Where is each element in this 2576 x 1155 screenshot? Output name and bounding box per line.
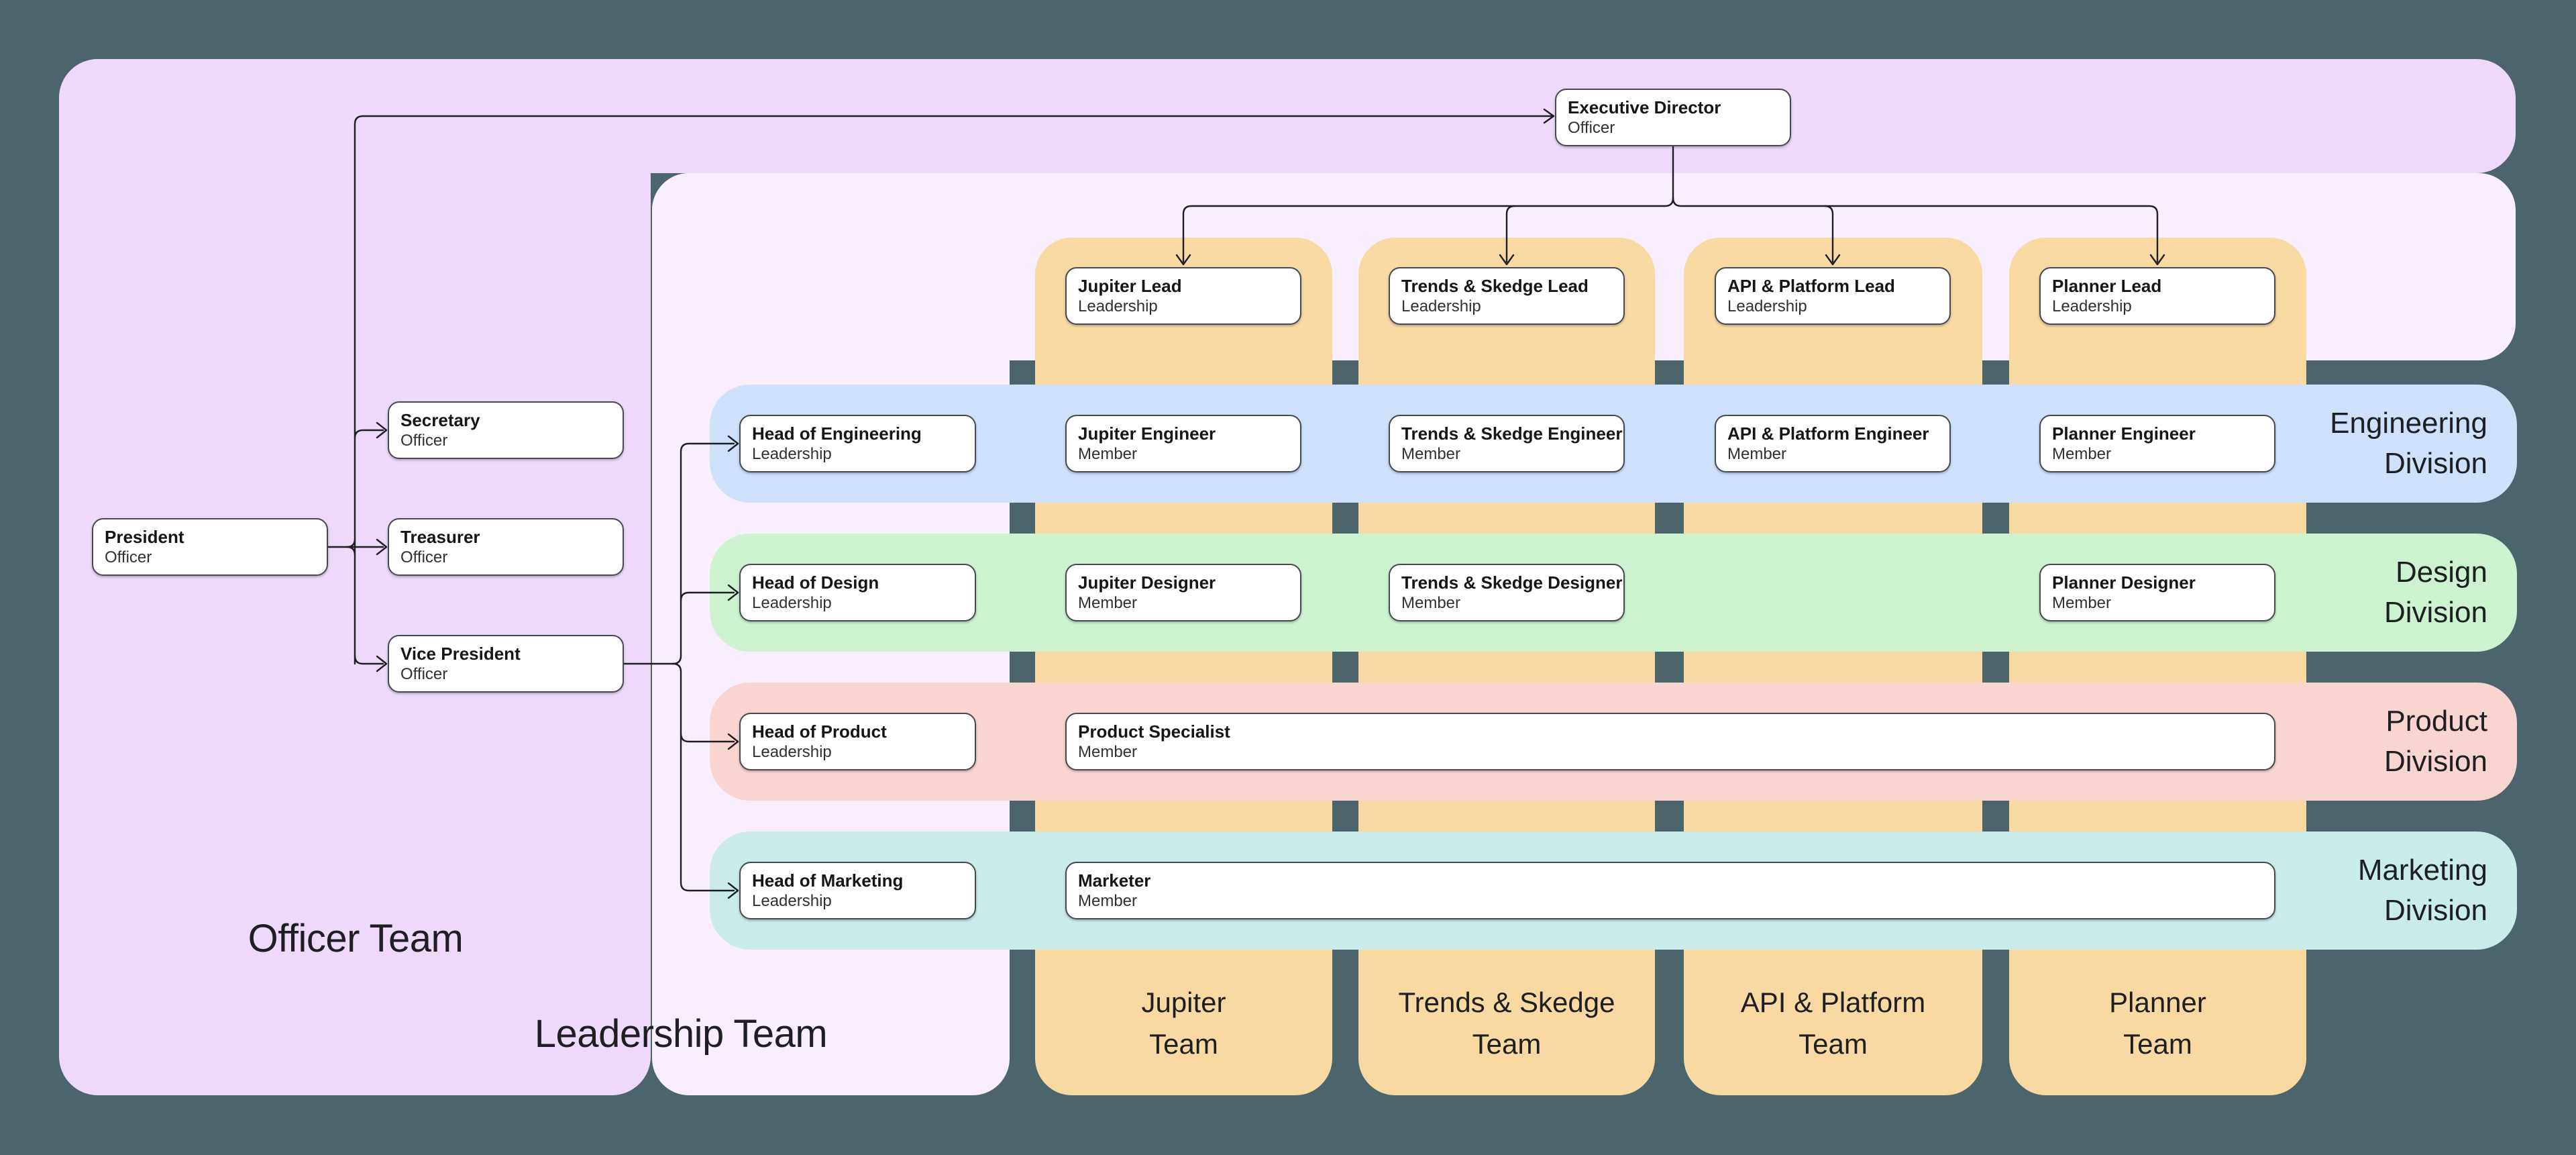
node-executive-director[interactable]: Executive Director Officer: [1555, 89, 1791, 146]
edge-vp-head-marketing: [672, 662, 739, 899]
node-head-of-design[interactable]: Head of Design Leadership: [739, 564, 976, 621]
node-trends-skedge-lead[interactable]: Trends & Skedge Lead Leadership: [1389, 267, 1625, 325]
team-label-trends-skedge: Trends & Skedge Team: [1398, 987, 1615, 1060]
node-jupiter-designer[interactable]: Jupiter Designer Member: [1065, 564, 1301, 621]
team-column-jupiter[interactable]: [1035, 238, 1332, 1095]
edge-president-trunk: [354, 108, 1555, 665]
node-jupiter-lead[interactable]: Jupiter Lead Leadership: [1065, 267, 1301, 325]
edge-vp-head-engineering: [672, 435, 739, 665]
edge-ed-planner-lead: [1672, 197, 2165, 266]
node-product-specialist[interactable]: Product Specialist Member: [1065, 713, 2275, 770]
division-label-product: Product Division: [2383, 705, 2487, 778]
edge-vp-head-design: [680, 584, 739, 602]
team-column-planner[interactable]: [2009, 238, 2306, 1095]
edge-ed-api-lead: [1823, 205, 1841, 266]
node-secretary[interactable]: Secretary Officer: [388, 401, 624, 459]
edge-president-secretary: [354, 421, 388, 440]
division-label-engineering: Engineering Division: [2330, 407, 2487, 480]
edge-ed-trends-lead: [1499, 205, 1516, 266]
node-treasurer[interactable]: Treasurer Officer: [388, 518, 624, 576]
edge-president-vicepresident: [354, 654, 388, 672]
division-label-design: Design Division: [2383, 556, 2487, 629]
officer-team-label: Officer Team: [248, 917, 464, 960]
node-vice-president[interactable]: Vice President Officer: [388, 635, 624, 693]
node-trends-skedge-engineer[interactable]: Trends & Skedge Engineer Member: [1389, 415, 1625, 472]
team-label-planner: Planner Team: [2109, 987, 2206, 1060]
division-label-marketing: Marketing Division: [2357, 854, 2487, 927]
node-president[interactable]: President Officer: [92, 518, 328, 576]
node-api-platform-lead[interactable]: API & Platform Lead Leadership: [1715, 267, 1951, 325]
node-api-platform-engineer[interactable]: API & Platform Engineer Member: [1715, 415, 1951, 472]
edge-vp-head-product: [680, 732, 739, 750]
node-planner-designer[interactable]: Planner Designer Member: [2039, 564, 2275, 621]
node-jupiter-engineer[interactable]: Jupiter Engineer Member: [1065, 415, 1301, 472]
leadership-team-label: Leadership Team: [534, 1012, 828, 1056]
node-planner-engineer[interactable]: Planner Engineer Member: [2039, 415, 2275, 472]
node-planner-lead[interactable]: Planner Lead Leadership: [2039, 267, 2275, 325]
node-trends-skedge-designer[interactable]: Trends & Skedge Designer Member: [1389, 564, 1625, 621]
node-head-of-engineering[interactable]: Head of Engineering Leadership: [739, 415, 976, 472]
edge-president-treasurer: [327, 538, 388, 556]
edge-ed-jupiter-lead: [1175, 197, 1674, 266]
node-head-of-product[interactable]: Head of Product Leadership: [739, 713, 976, 770]
team-label-jupiter: Jupiter Team: [1141, 987, 1226, 1060]
team-column-trends-skedge[interactable]: [1358, 238, 1655, 1095]
team-label-api-platform: API & Platform Team: [1740, 987, 1926, 1060]
node-marketer[interactable]: Marketer Member: [1065, 862, 2275, 919]
team-column-api-platform[interactable]: [1684, 238, 1982, 1095]
node-head-of-marketing[interactable]: Head of Marketing Leadership: [739, 862, 976, 919]
